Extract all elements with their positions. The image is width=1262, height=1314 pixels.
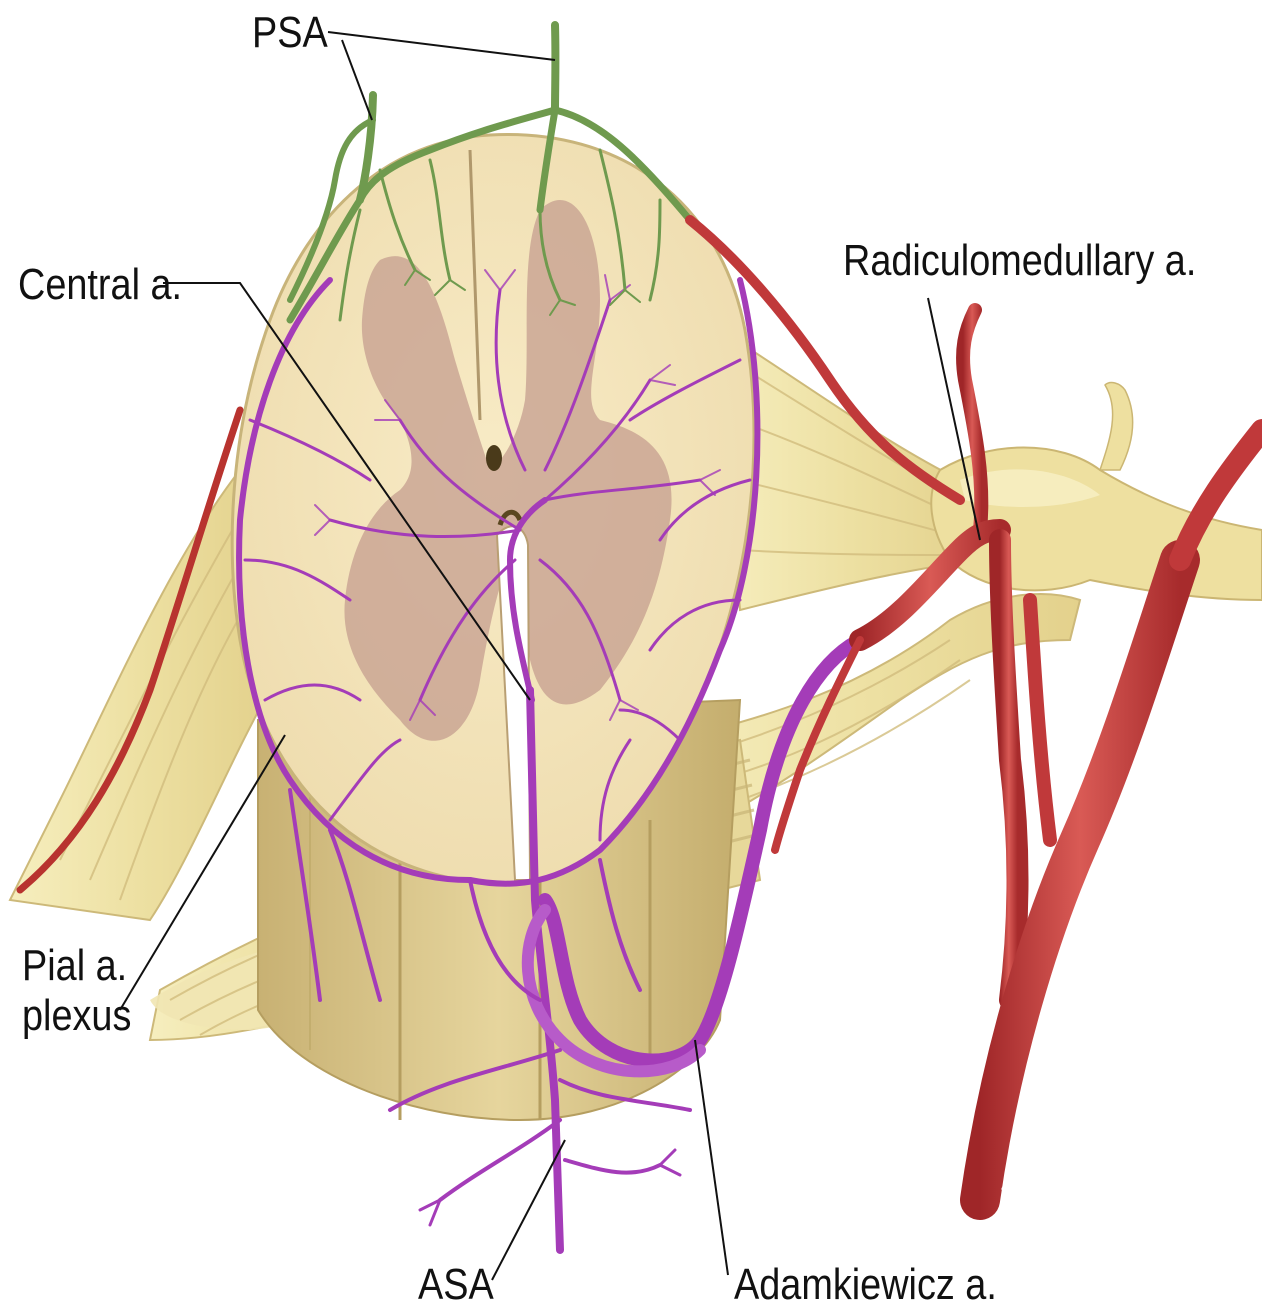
- central-canal: [486, 445, 502, 471]
- label-pial-plexus-line2: plexus: [22, 993, 131, 1039]
- label-adamkiewicz-artery: Adamkiewicz a.: [734, 1262, 997, 1308]
- label-radiculomedullary-artery: Radiculomedullary a.: [843, 238, 1196, 284]
- label-central-artery: Central a.: [18, 262, 182, 308]
- label-asa: ASA: [418, 1262, 494, 1308]
- label-pial-plexus-line1: Pial a.: [22, 943, 127, 989]
- label-psa: PSA: [252, 10, 328, 56]
